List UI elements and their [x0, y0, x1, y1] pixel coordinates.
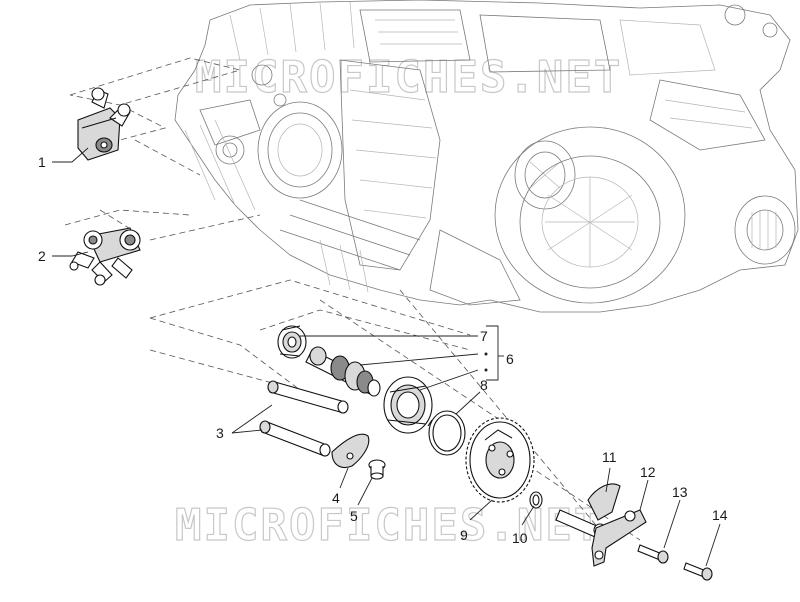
- part-2-rocker-arm-exhaust: [69, 227, 141, 286]
- leader-lines: [52, 147, 721, 567]
- callout-12: 12: [640, 464, 656, 480]
- callout-14: 14: [712, 507, 728, 523]
- part-3-rocker-shafts: [259, 380, 349, 457]
- callout-13: 13: [672, 484, 688, 500]
- part-4-thrust-plate: [331, 433, 370, 469]
- callout-labels: 1 2 3 4 5 6 7 8 9 10 11 12 13 14: [38, 154, 728, 546]
- large-bearing: [383, 376, 433, 434]
- callout-4: 4: [332, 490, 340, 506]
- callout-1: 1: [38, 154, 46, 170]
- callout-5: 5: [350, 508, 358, 524]
- callout-6: 6: [506, 351, 514, 367]
- watermark-bottom: MICROFICHES.NET: [175, 500, 602, 551]
- part-1-rocker-arm-intake: [77, 87, 131, 161]
- part-12-decompressor-weight: [591, 509, 647, 567]
- callout-11: 11: [602, 449, 617, 465]
- engine-assembly-drawing: [174, 0, 799, 313]
- part-8-circlip: [427, 410, 466, 456]
- callout-8: 8: [480, 377, 488, 393]
- part-6-camshaft: [305, 346, 381, 397]
- part-10-washer: [529, 491, 543, 509]
- callout-7: 7: [480, 328, 488, 344]
- callout-3: 3: [216, 425, 224, 441]
- part-9-timing-sprocket: [465, 417, 535, 503]
- callout-2: 2: [38, 248, 46, 264]
- part-14-bolt: [683, 562, 713, 581]
- part-7-small-bearing: [277, 325, 307, 359]
- assembly-guide-lines: [64, 57, 641, 541]
- callout-10: 10: [512, 530, 528, 546]
- part-5-pin: [368, 459, 386, 480]
- part-13-bolt: [637, 544, 669, 564]
- watermark-top: MICROFICHES.NET: [195, 52, 622, 103]
- callout-9: 9: [460, 527, 468, 543]
